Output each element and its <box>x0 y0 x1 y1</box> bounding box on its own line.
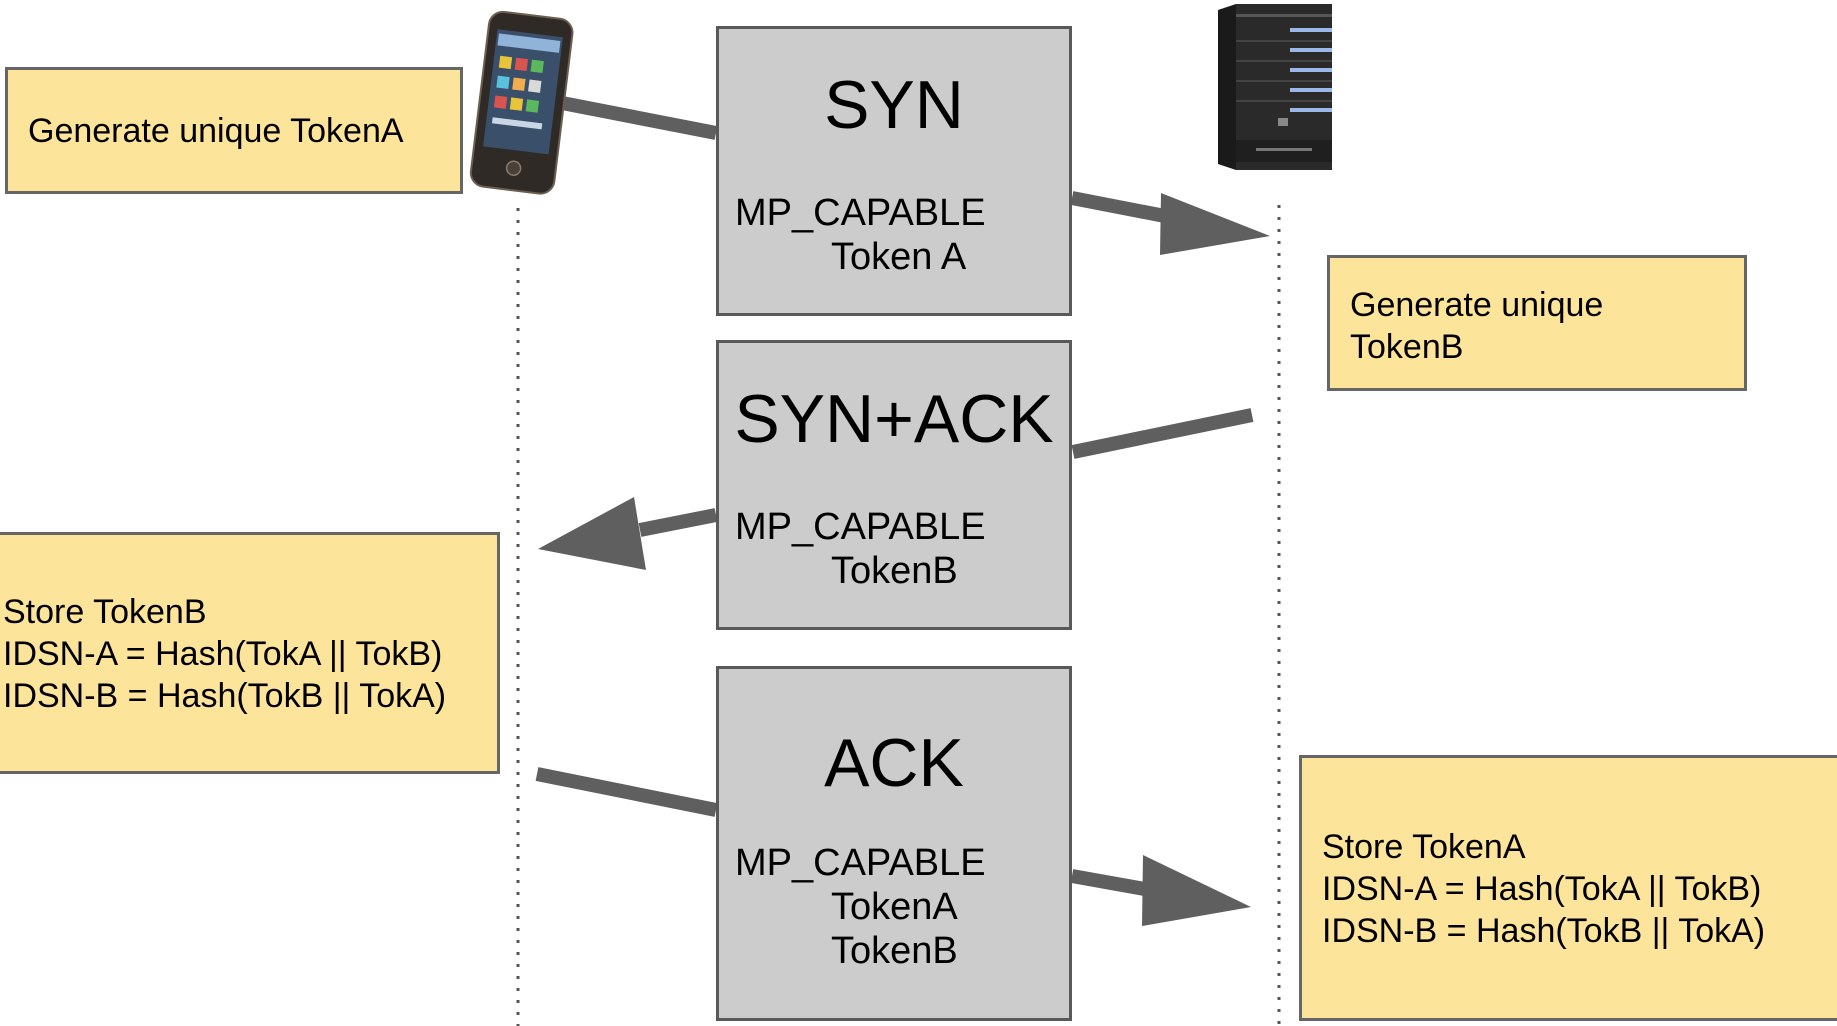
synack-message-box: SYN+ACK MP_CAPABLE TokenB <box>716 340 1072 630</box>
note-line: IDSN-B = Hash(TokB || TokA) <box>3 677 447 715</box>
ack-message-box: ACK MP_CAPABLE TokenA TokenB <box>716 666 1072 1021</box>
note-line: Generate unique <box>1350 286 1604 324</box>
note-line: TokenB <box>1350 328 1464 366</box>
message-option: MP_CAPABLE <box>735 842 986 884</box>
server-generate-note: Generate unique TokenB <box>1327 255 1747 391</box>
syn-message-box: SYN MP_CAPABLE Token A <box>716 26 1072 316</box>
message-token: TokenB <box>831 930 958 972</box>
note-line: IDSN-A = Hash(TokA || TokB) <box>1322 870 1762 908</box>
syn-arrow <box>555 95 1270 255</box>
message-title: SYN <box>824 67 964 143</box>
note-line: IDSN-B = Hash(TokB || TokA) <box>1322 912 1766 950</box>
smartphone-icon <box>469 10 574 195</box>
synack-arrow <box>538 408 1254 570</box>
ack-arrow <box>535 767 1251 926</box>
message-title: SYN+ACK <box>734 381 1054 457</box>
message-option: MP_CAPABLE <box>735 192 986 234</box>
message-title: ACK <box>824 725 964 801</box>
message-token: Token A <box>831 236 967 278</box>
client-store-note: Store TokenB IDSN-A = Hash(TokA || TokB)… <box>0 532 500 774</box>
server-tower-icon <box>1218 4 1332 170</box>
note-line: IDSN-A = Hash(TokA || TokB) <box>3 635 443 673</box>
note-line: Store TokenB <box>3 593 207 631</box>
client-generate-note: Generate unique TokenA <box>5 67 463 194</box>
message-token: TokenA <box>831 886 958 928</box>
note-line: Store TokenA <box>1322 828 1526 866</box>
message-option: MP_CAPABLE <box>735 506 986 548</box>
message-token: TokenB <box>831 550 958 592</box>
note-line: Generate unique TokenA <box>28 112 404 150</box>
server-store-note: Store TokenA IDSN-A = Hash(TokA || TokB)… <box>1299 755 1837 1021</box>
